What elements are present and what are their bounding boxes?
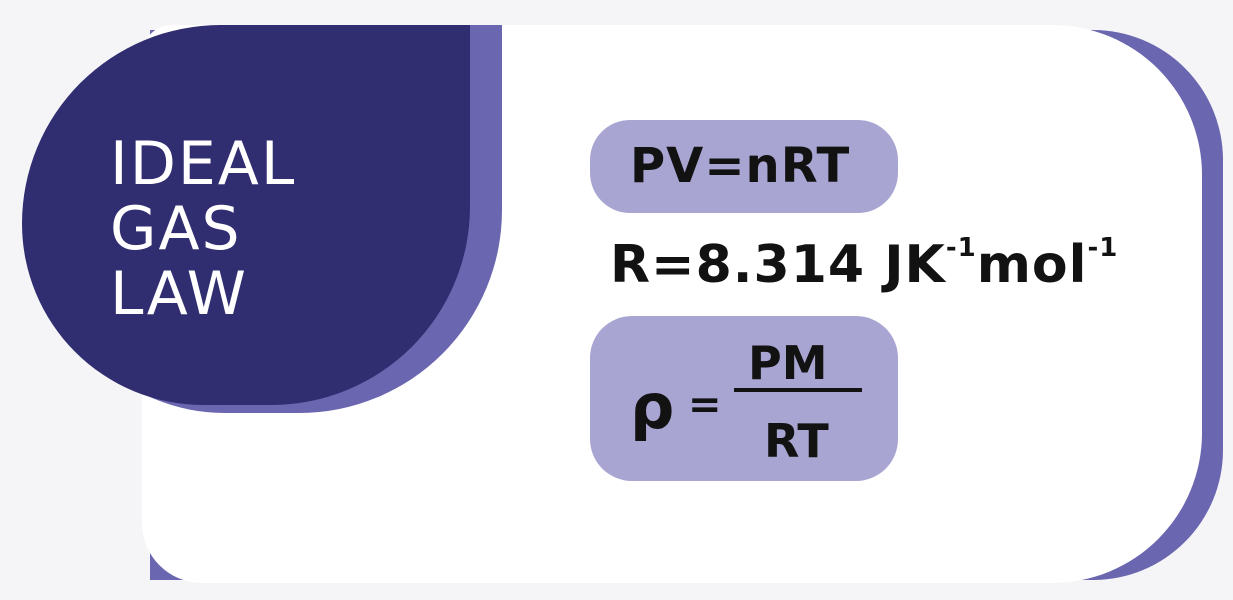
ideal-gas-equation: PV=nRT bbox=[630, 138, 851, 194]
density-equation-pill bbox=[590, 316, 898, 481]
fraction-bar bbox=[734, 388, 862, 392]
gas-constant-base: R=8.314 JK bbox=[610, 235, 946, 295]
gas-constant-exp-k: -1 bbox=[945, 233, 977, 263]
title-line-gas: GAS bbox=[110, 194, 242, 264]
title-line-ideal: IDEAL bbox=[110, 129, 297, 199]
title: IDEAL GAS LAW bbox=[110, 132, 296, 327]
gas-constant-equation: R=8.314 JK-1mol-1 bbox=[610, 233, 1118, 297]
gas-constant-unit-mol: mol bbox=[976, 235, 1088, 295]
density-symbol: ρ bbox=[630, 370, 675, 443]
density-numerator: PM bbox=[748, 336, 828, 390]
title-line-law: LAW bbox=[110, 259, 248, 329]
density-equals: = bbox=[688, 382, 722, 428]
gas-constant-exp-mol: -1 bbox=[1087, 233, 1119, 263]
ideal-gas-equation-pill bbox=[590, 120, 898, 213]
title-blob bbox=[22, 25, 470, 405]
density-denominator: RT bbox=[764, 414, 829, 468]
